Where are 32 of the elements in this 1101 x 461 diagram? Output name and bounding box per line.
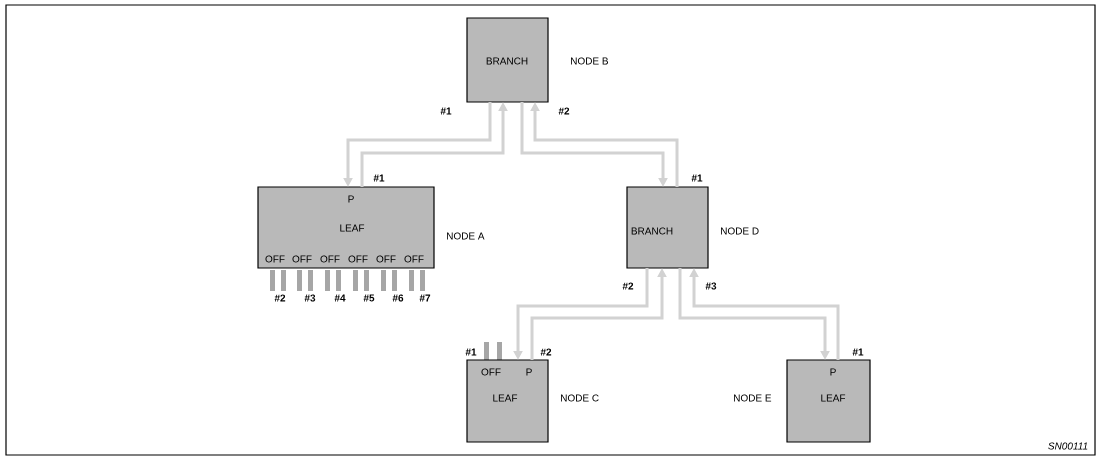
port-number: #3 (304, 294, 316, 302)
port-number: #2 (622, 282, 634, 290)
node-caption: NODE B (571, 57, 608, 65)
port-number: #2 (540, 348, 552, 356)
port-number: #3 (705, 282, 717, 290)
node-label: OFF (376, 255, 396, 263)
port-number: #6 (392, 294, 404, 302)
node-caption: NODE E (734, 394, 772, 402)
node-label: OFF (265, 255, 285, 263)
node-label: OFF (404, 255, 424, 263)
node-caption: NODE D (721, 227, 759, 235)
figure-code: SN00111 (1048, 442, 1088, 450)
node-caption: NODE C (561, 394, 599, 402)
node-label: OFF (320, 255, 340, 263)
node-label: LEAF (493, 394, 518, 402)
node-label: LEAF (821, 394, 846, 402)
node-label: OFF (481, 368, 501, 376)
node-label: P (526, 368, 532, 376)
port-number: #2 (274, 294, 286, 302)
node-caption: NODE A (447, 232, 485, 240)
port-number: #7 (419, 294, 431, 302)
port-number: #4 (334, 294, 346, 302)
node-label: LEAF (340, 224, 365, 232)
node-label: BRANCH (486, 57, 528, 65)
node-label: OFF (292, 255, 312, 263)
node-label: BRANCH (631, 227, 673, 235)
node-label: OFF (348, 255, 368, 263)
port-number: #1 (440, 107, 452, 115)
node-label: P (348, 195, 354, 203)
port-number: #5 (363, 294, 375, 302)
node-label: P (830, 368, 836, 376)
port-number: #2 (558, 107, 570, 115)
